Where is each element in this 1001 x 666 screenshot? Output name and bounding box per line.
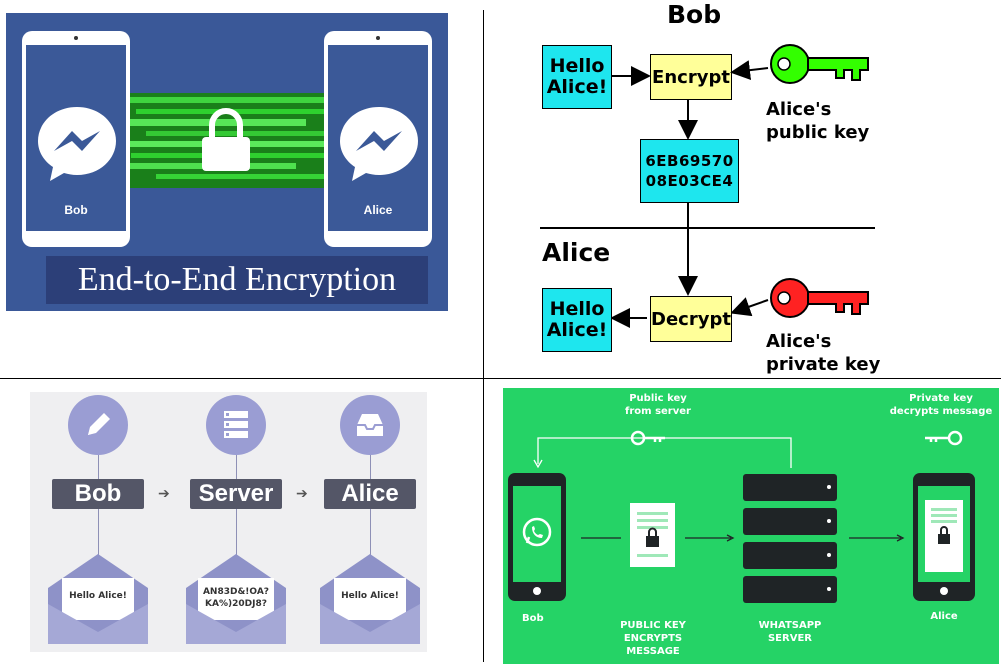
node-alice: Alice	[324, 479, 416, 509]
panel-server-relay: Bob ➔ Server ➔ Alice Hello Alice! AN83D&…	[30, 392, 427, 652]
key-icon	[630, 430, 665, 446]
bob-label: Bob	[64, 203, 88, 217]
pencil-icon	[88, 413, 110, 435]
right-phone: Alice	[324, 31, 432, 247]
panel-e2e-banner: Bob Alice End-to-End Encryption	[6, 13, 448, 311]
encrypt-box: Encrypt	[650, 54, 732, 100]
envelope-text-bob: Hello Alice!	[69, 591, 127, 601]
private-key-icon	[770, 278, 869, 318]
messenger-icon	[38, 107, 116, 181]
server-icon	[224, 411, 248, 438]
server-slab	[743, 542, 837, 569]
server-slab	[743, 576, 837, 603]
server-circle	[206, 395, 266, 455]
whatsapp-flow	[508, 430, 975, 601]
arrow-icon: ➔	[158, 485, 170, 501]
decrypt-box: Decrypt	[650, 296, 732, 342]
messenger-icon	[340, 107, 418, 181]
bob-heading: Bob	[667, 0, 722, 29]
inbox-icon	[357, 414, 383, 436]
bob-circle	[68, 395, 128, 455]
alice-label: Alice	[363, 203, 393, 217]
envelope-text-alice: Hello Alice!	[341, 591, 399, 601]
padlock-icon	[202, 108, 250, 171]
server-slab	[743, 474, 837, 501]
vertical-divider	[483, 10, 484, 662]
alice-heading: Alice	[542, 238, 611, 267]
alice-label: Alice	[930, 611, 958, 622]
node-bob: Bob	[52, 479, 144, 509]
envelopes	[48, 554, 420, 644]
node-server: Server	[190, 479, 282, 509]
public-key-icon	[770, 44, 869, 84]
whatsapp-icon	[522, 517, 552, 547]
horizontal-divider	[0, 378, 1001, 379]
left-phone: Bob	[22, 31, 130, 247]
flow-arrows	[540, 60, 875, 328]
bob-label: Bob	[522, 613, 544, 624]
server-slab	[743, 508, 837, 535]
alice-circle	[340, 395, 400, 455]
arrow-icon: ➔	[296, 485, 308, 501]
e2e-caption: End-to-End Encryption	[46, 256, 428, 304]
key-icon	[925, 430, 963, 446]
envelope-text-server: AN83D&!OA?KA%)20DJ8?	[202, 587, 270, 609]
